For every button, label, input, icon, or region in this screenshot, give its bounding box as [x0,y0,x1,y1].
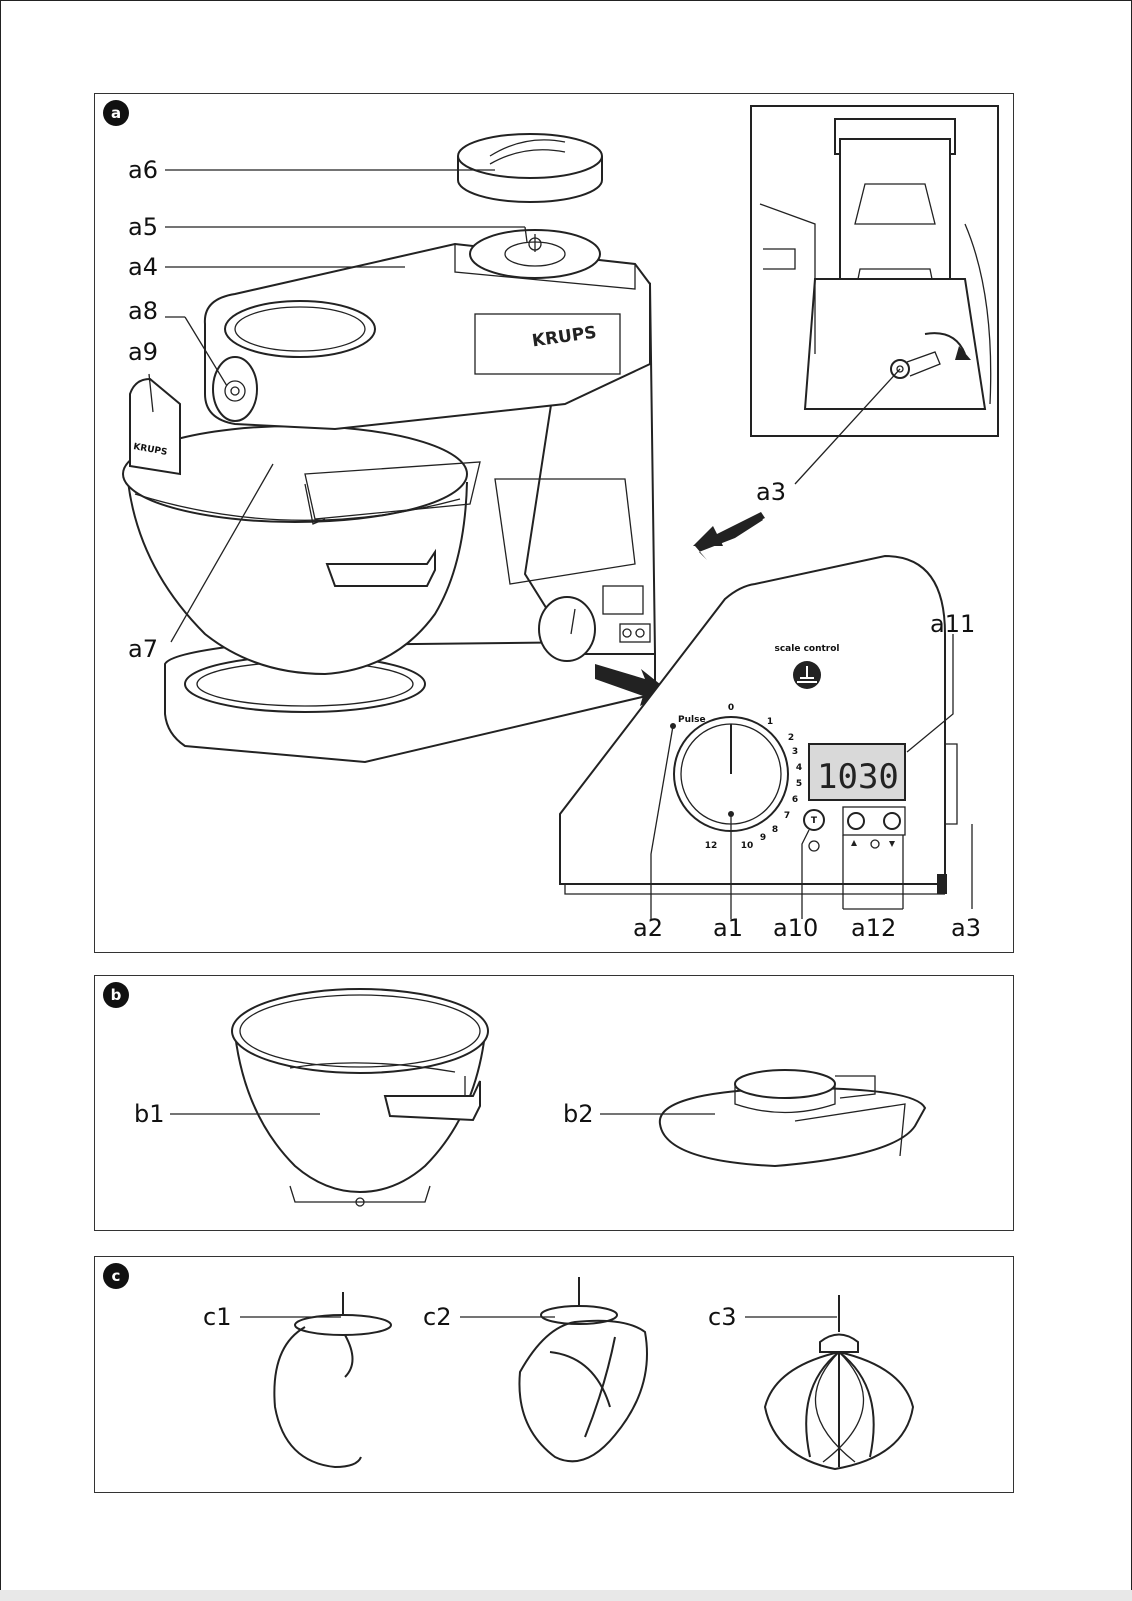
lid-cover [457,133,603,203]
figure-a-panel: a KRUPS [94,93,1014,953]
dial-tick-label: 0 [728,703,734,713]
dial-tick-label: 7 [784,811,790,821]
label-a5: a5 [128,213,158,241]
lcd-display-value: 1030 [817,757,899,797]
label-a4: a4 [128,253,158,281]
figure-a-diagram: a KRUPS [103,100,999,942]
svg-text:T: T [811,816,818,826]
scale-icon [793,661,821,689]
label-a12: a12 [851,914,896,942]
label-b1: b1 [134,1100,165,1128]
dial-tick-label: 2 [788,733,794,743]
figure-c-diagram: c c1 c2 c3 [103,1263,915,1471]
dial-tick-label: 12 [705,841,718,851]
label-a1: a1 [713,914,743,942]
figure-b-panel: b b1 b2 [94,975,1014,1231]
stand-mixer: KRUPS KRUPS [122,229,657,764]
dial-tick-label: 5 [796,779,802,789]
dial-tick-label: 3 [792,747,798,757]
pulse-label: Pulse [678,715,706,725]
label-a8: a8 [128,297,158,325]
label-a9: a9 [128,338,158,366]
dial-tick-label: 8 [772,825,778,835]
dial-tick-label: 4 [796,763,802,773]
label-a11: a11 [930,610,975,638]
dial-tick-label: 1 [767,717,773,727]
label-a7: a7 [128,635,158,663]
flat-beater [518,1277,648,1463]
dial-tick-label: 10 [741,841,754,851]
label-b2: b2 [563,1100,594,1128]
control-panel-detail: scale control 0 1 2 3 4 5 6 7 8 9 10 12 … [559,554,958,895]
dough-hook [273,1292,392,1469]
figure-c-badge: c [103,1263,129,1289]
label-a6: a6 [128,156,158,184]
inset-detail [750,105,999,437]
dial-tick-label: 6 [792,795,798,805]
badge-letter: b [111,986,122,1004]
splash-guard [658,1069,927,1168]
dial-tick-label: 9 [760,833,766,843]
leader-lines [148,169,973,919]
badge-letter: c [112,1267,121,1285]
label-a3-inset: a3 [756,478,786,506]
figure-b-diagram: b b1 b2 [103,982,927,1207]
label-a10: a10 [773,914,818,942]
badge-letter: a [111,104,121,122]
bottom-strip [0,1590,1132,1601]
whisk [763,1295,915,1471]
label-a3: a3 [951,914,981,942]
label-c2: c2 [423,1303,451,1331]
label-a2: a2 [633,914,663,942]
label-c3: c3 [708,1303,736,1331]
label-c1: c1 [203,1303,231,1331]
scale-control-text: scale control [774,644,839,654]
figure-c-panel: c c1 c2 c3 [94,1256,1014,1493]
figure-a-badge: a [103,100,129,126]
mixing-bowl [231,988,489,1207]
figure-b-badge: b [103,982,129,1008]
